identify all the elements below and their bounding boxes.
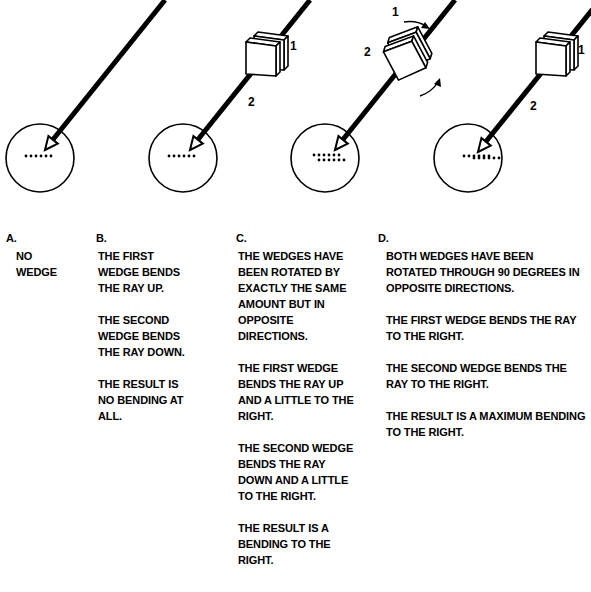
caption-text: THE RESULT IS NO BENDING AT ALL. — [98, 376, 188, 424]
rotation-arrowhead — [421, 22, 441, 87]
callout-number: 1 — [578, 42, 585, 58]
caption-text: THE RESULT IS A MAXIMUM BENDING TO THE R… — [386, 408, 586, 440]
caption-text: THE RESULT IS A BENDING TO THE RIGHT. — [238, 520, 362, 568]
callout-number: 1 — [290, 38, 297, 54]
caption-text: THE FIRST WEDGE BENDS THE RAY UP AND A L… — [238, 360, 362, 424]
panel-letter: A. — [6, 230, 17, 246]
arrow-head — [40, 136, 490, 156]
dot-pattern — [25, 154, 501, 162]
panel-letter: B. — [96, 230, 107, 246]
callout-number: 2 — [364, 44, 371, 60]
caption-text: NO WEDGE — [16, 248, 68, 280]
view-circle — [6, 124, 502, 192]
rotation-arrow — [404, 22, 438, 97]
ray-rod — [51, 0, 591, 144]
caption-text: THE SECOND WEDGE BENDS THE RAY DOWN. — [98, 312, 188, 360]
callout-number: 1 — [392, 4, 399, 20]
caption-text: THE WEDGES HAVE BEEN ROTATED BY EXACTLY … — [238, 248, 362, 344]
caption-text: THE SECOND WEDGE BENDS THE RAY DOWN AND … — [238, 440, 362, 504]
panel-letter: C. — [236, 230, 247, 246]
callout-number: 2 — [530, 98, 537, 114]
caption-text: THE FIRST WEDGE BENDS THE RAY UP. — [98, 248, 188, 296]
caption-text: THE FIRST WEDGE BENDS THE RAY TO THE RIG… — [386, 312, 586, 344]
caption-text: THE SECOND WEDGE BENDS THE RAY TO THE RI… — [386, 360, 586, 392]
panel-letter: D. — [378, 230, 389, 246]
wedge-pair — [246, 23, 578, 82]
callout-number: 2 — [248, 94, 255, 110]
caption-text: BOTH WEDGES HAVE BEEN ROTATED THROUGH 90… — [386, 248, 586, 296]
